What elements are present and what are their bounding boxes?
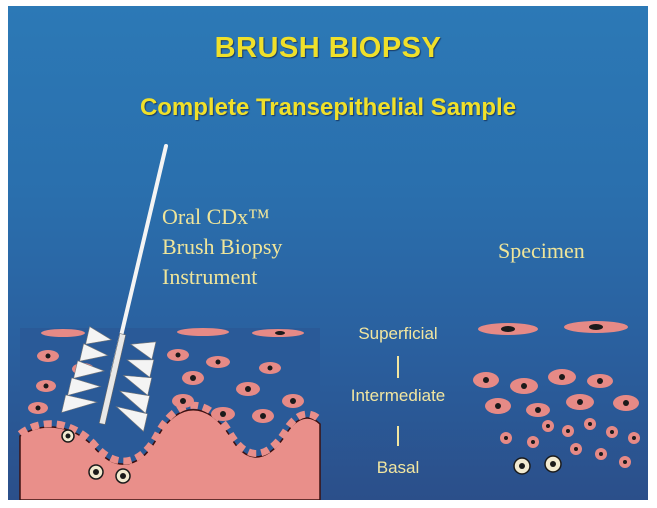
illustration (8, 6, 648, 500)
slide: BRUSH BIOPSY Complete Transepithelial Sa… (8, 6, 648, 500)
nucleus (220, 411, 226, 417)
nucleus (245, 386, 251, 392)
nucleus (589, 324, 603, 330)
nucleus (93, 469, 99, 475)
nucleus (260, 413, 266, 419)
nucleus (44, 384, 49, 389)
nucleus (180, 398, 186, 404)
superficial-cell (177, 328, 229, 336)
nucleus (268, 366, 273, 371)
superficial-cell (41, 329, 85, 337)
nucleus (120, 473, 126, 479)
nucleus (501, 326, 515, 332)
nucleus (46, 354, 51, 359)
nucleus (216, 360, 221, 365)
nucleus (66, 434, 71, 439)
tissue-illustration (20, 328, 320, 500)
nucleus (190, 375, 196, 381)
nucleus (176, 353, 181, 358)
nucleus (290, 398, 296, 404)
nucleus (275, 331, 285, 335)
nucleus (36, 406, 41, 411)
specimen-cells (473, 321, 640, 474)
